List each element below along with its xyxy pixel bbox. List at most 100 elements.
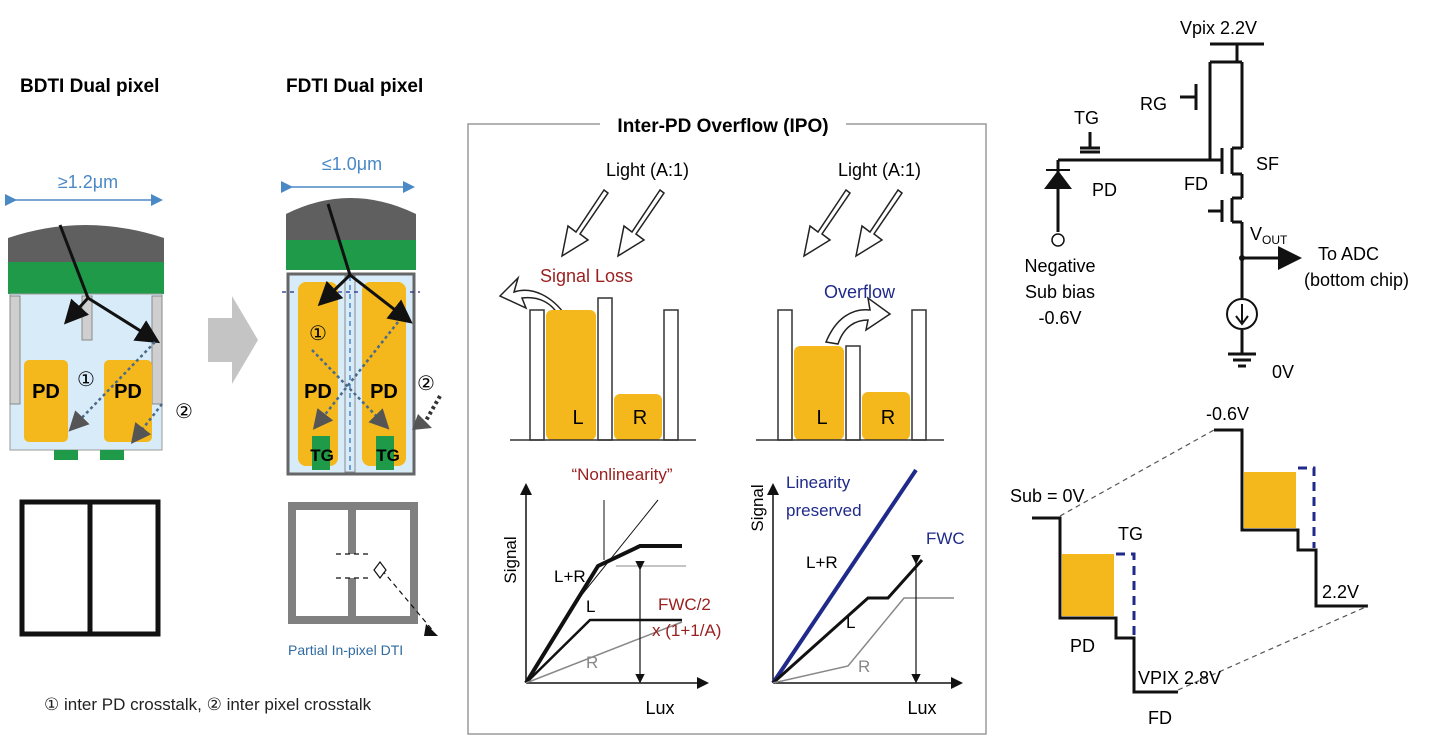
adc-label-1: To ADC bbox=[1318, 244, 1379, 264]
curve-lr-2 bbox=[771, 468, 918, 685]
bdti-pd-right bbox=[104, 360, 152, 442]
ipo-left-ylabel: Signal bbox=[501, 536, 520, 583]
ipo-title: Inter-PD Overflow (IPO) bbox=[617, 116, 828, 137]
curve-l bbox=[525, 618, 682, 684]
ipo-panel: Inter-PD Overflow (IPO) Light (A:1) Sign… bbox=[467, 112, 987, 735]
ipo-left-xlabel: Lux bbox=[645, 698, 674, 718]
ipo-right-ylabel: Signal bbox=[748, 484, 767, 531]
fdti-pd-right-label: PD bbox=[370, 381, 398, 403]
fdti-light-rays bbox=[317, 203, 413, 324]
band-top-level: -0.6V bbox=[1206, 404, 1249, 424]
curve-r bbox=[525, 621, 683, 684]
well-wall-left bbox=[529, 309, 545, 441]
neg-bias-3: -0.6V bbox=[1038, 308, 1081, 328]
fdti-interpixel-ray bbox=[422, 395, 442, 425]
tg-barrier-upper bbox=[1298, 466, 1316, 548]
well-wall-left-2 bbox=[777, 309, 793, 441]
band-22: 2.2V bbox=[1322, 582, 1359, 602]
ipo-left-graph: Signal Lux “Nonlinearity” L+R L R FWC/2 … bbox=[501, 465, 721, 718]
well-left-label: L bbox=[572, 407, 583, 429]
current-source-arrow bbox=[1235, 304, 1249, 326]
ipo-right-xlabel: Lux bbox=[907, 698, 936, 718]
fdti-color-filter bbox=[286, 240, 416, 270]
fdti-marker-1: ① bbox=[309, 323, 327, 345]
pd-label: PD bbox=[1092, 180, 1117, 200]
fdti-title: FDTI Dual pixel bbox=[286, 76, 423, 97]
band-pd: PD bbox=[1070, 636, 1095, 656]
bdti-dual-pixel: BDTI Dual pixel ≥1.2μm PD PD ① ② bbox=[5, 76, 193, 637]
fdti-microlens bbox=[286, 198, 416, 240]
ipo-right-graph: Signal Lux Linearity preserved L+R L R F… bbox=[748, 468, 965, 718]
photodiode-symbol bbox=[1044, 169, 1072, 189]
pixel-circuit bbox=[1056, 42, 1302, 368]
fdti-dual-pixel: FDTI Dual pixel ≤1.0μm PD PD TG TG bbox=[281, 76, 442, 658]
band-vpix: VPIX 2.8V bbox=[1138, 668, 1221, 688]
ipo-left-fwc-1: FWC/2 bbox=[658, 595, 711, 614]
well-left-label-2: L bbox=[816, 407, 827, 429]
ipo-right-linearity-2: preserved bbox=[786, 501, 862, 520]
ipo-right-linearity-1: Linearity bbox=[786, 473, 851, 492]
well-wall-right bbox=[663, 309, 679, 441]
fdti-tg-right-gate bbox=[376, 436, 394, 470]
bdti-crosstalk-rays bbox=[68, 341, 163, 444]
ipo-left-curve-r: R bbox=[586, 653, 598, 672]
light-arrow-1 bbox=[560, 188, 610, 258]
ipo-right-overflow: Overflow bbox=[824, 282, 896, 302]
light-arrow-3 bbox=[802, 188, 852, 258]
bdti-light-rays bbox=[58, 224, 161, 344]
ipo-right-curve-lr: L+R bbox=[806, 553, 838, 572]
well-fill-right-2 bbox=[862, 392, 910, 440]
fdti-tg-right-label: TG bbox=[376, 446, 400, 465]
well-wall-middle-2 bbox=[845, 345, 861, 441]
ipo-right-fwc: FWC bbox=[926, 529, 965, 548]
band-lower bbox=[1032, 516, 1178, 694]
ipo-left-light: Light (A:1) bbox=[606, 160, 689, 180]
ipo-left-nonlinearity: “Nonlinearity” bbox=[571, 465, 672, 484]
well-wall-right-2 bbox=[911, 309, 927, 441]
fdti-layout-top-view bbox=[288, 502, 418, 624]
bdti-pd-left bbox=[24, 360, 68, 442]
bdti-marker-2: ② bbox=[175, 401, 193, 423]
vout-node bbox=[1239, 255, 1245, 261]
bdti-layout-top-view bbox=[19, 499, 161, 637]
fdti-layout-arrowhead bbox=[424, 624, 438, 636]
fdti-marker-2: ② bbox=[417, 373, 435, 395]
ipo-right-light: Light (A:1) bbox=[838, 160, 921, 180]
band-link-bottom bbox=[1177, 605, 1369, 691]
rg-label: RG bbox=[1140, 94, 1167, 114]
bdti-marker-1: ① bbox=[77, 369, 95, 391]
fdti-dimension: ≤1.0μm bbox=[322, 154, 382, 174]
pd-charge-upper bbox=[1244, 472, 1296, 528]
well-fill-left bbox=[546, 310, 596, 440]
light-arrow-4 bbox=[854, 188, 904, 258]
band-link-top bbox=[1059, 429, 1215, 517]
bdti-title: BDTI Dual pixel bbox=[20, 76, 159, 97]
neg-bias-1: Negative bbox=[1024, 256, 1095, 276]
well-wall-middle bbox=[597, 297, 613, 441]
bdti-dimension: ≥1.2μm bbox=[58, 172, 118, 192]
band-sub: Sub = 0V bbox=[1010, 486, 1085, 506]
ipo-left-signal-loss: Signal Loss bbox=[540, 266, 633, 286]
curve-r-2 bbox=[772, 597, 954, 684]
bdti-right-wall bbox=[151, 295, 163, 405]
fdti-interpixel-arrowhead bbox=[412, 414, 432, 430]
overflow-arrow bbox=[824, 296, 892, 345]
ipo-right: Light (A:1) Overflow L R Signal Lux bbox=[748, 160, 965, 718]
bdti-pd-left-label: PD bbox=[32, 381, 60, 403]
band-diagram: -0.6V Sub = 0V TG 2.2V PD VPIX 2.8V FD bbox=[1010, 404, 1369, 728]
band-fd: FD bbox=[1148, 708, 1172, 728]
tg-barrier-lower bbox=[1116, 552, 1136, 636]
band-upper bbox=[1214, 428, 1368, 608]
bdti-tg-left bbox=[54, 450, 78, 460]
crosstalk-legend: ① inter PD crosstalk, ② inter pixel cros… bbox=[44, 695, 372, 714]
well-fill-right bbox=[614, 394, 662, 440]
fdti-layout-caption: Partial In-pixel DTI bbox=[288, 642, 403, 658]
adc-label-2: (bottom chip) bbox=[1304, 270, 1409, 290]
well-right-label-2: R bbox=[881, 407, 895, 429]
bdti-microlens bbox=[8, 225, 164, 262]
sf-label: SF bbox=[1256, 154, 1279, 174]
fd-label: FD bbox=[1184, 174, 1208, 194]
light-arrow-2 bbox=[616, 188, 666, 258]
ground-label: 0V bbox=[1272, 362, 1294, 382]
